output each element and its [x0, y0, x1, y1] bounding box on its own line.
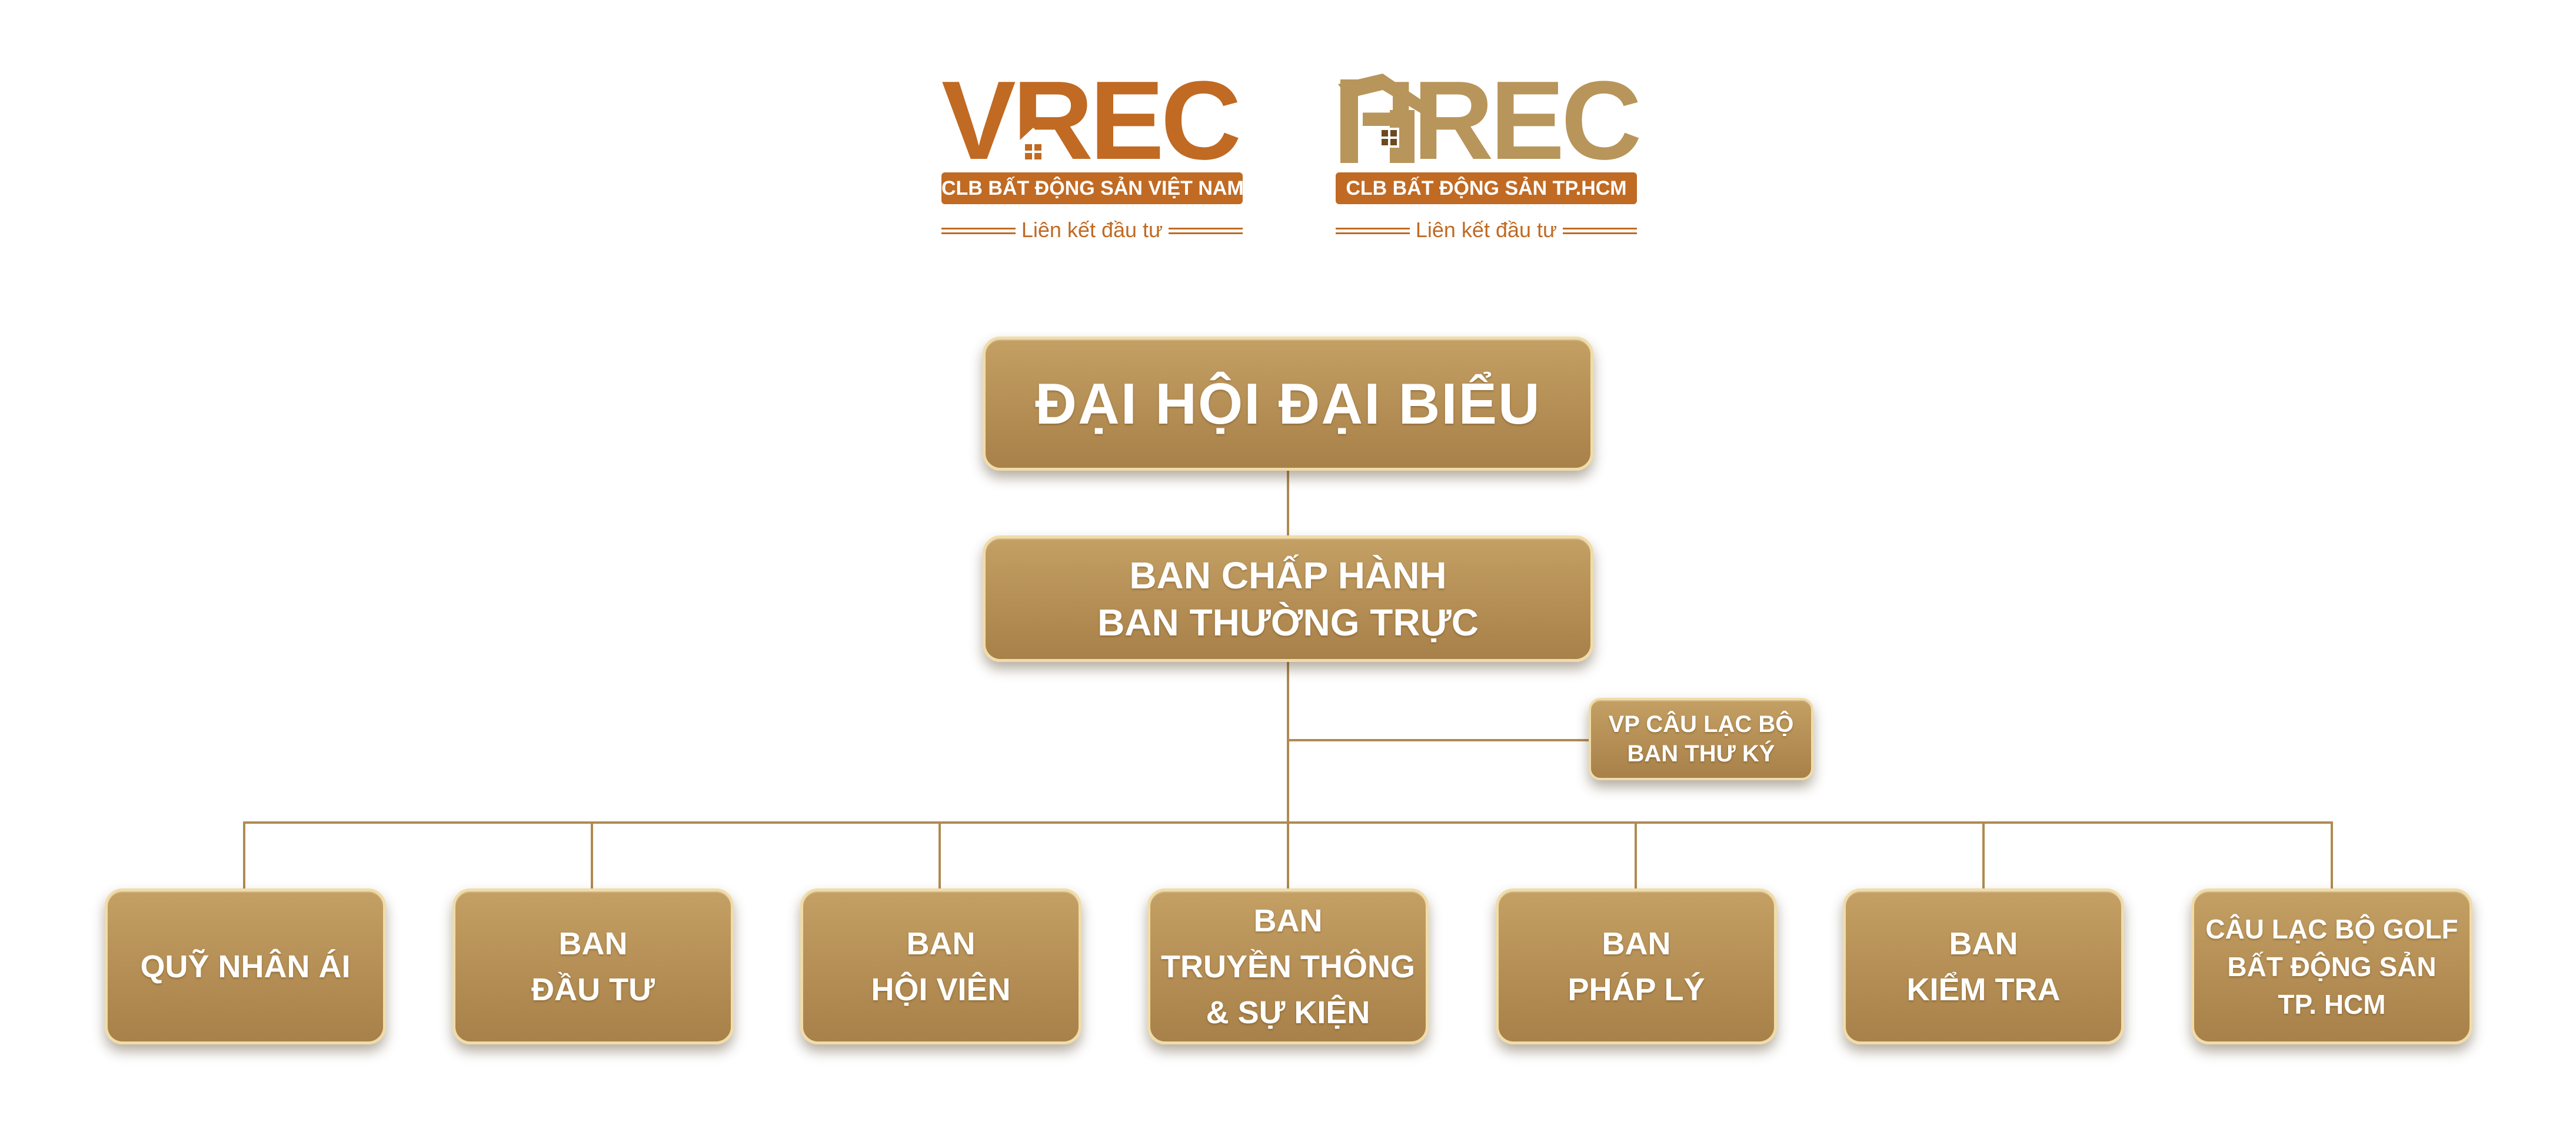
hrec-tagline-text: Liên kết đầu tư [1409, 218, 1563, 242]
node-investment-board-line-2: ĐẦU TƯ [531, 971, 655, 1007]
node-media-events-board-line-2: TRUYỀN THÔNG [1161, 948, 1415, 984]
node-golf-club: CÂU LẠC BỘ GOLF BẤT ĐỘNG SẢN TP. HCM [2191, 888, 2472, 1044]
node-executive-board-line-2: BAN THƯỜNG TRỰC [1097, 601, 1479, 644]
node-executive-board: BAN CHẤP HÀNH BAN THƯỜNG TRỰC [983, 535, 1593, 662]
vrec-banner: CLB BẤT ĐỘNG SẢN VIỆT NAM [941, 172, 1244, 204]
connector-drop-4 [1287, 821, 1289, 892]
vrec-tagline: Liên kết đầu tư [941, 214, 1243, 247]
node-general-assembly: ĐẠI HỘI ĐẠI BIỂU [983, 337, 1593, 471]
connector-drop-7 [2331, 821, 2333, 892]
node-club-office-line-1: VP CÂU LẠC BỘ [1608, 711, 1794, 737]
node-golf-club-line-1: CÂU LẠC BỘ GOLF [2205, 913, 2458, 944]
node-general-assembly-label: ĐẠI HỘI ĐẠI BIỂU [1035, 371, 1541, 436]
node-media-events-board-line-1: BAN [1253, 903, 1323, 938]
node-membership-board: BAN HỘI VIÊN [800, 888, 1081, 1044]
connector-second-to-branch [1287, 659, 1289, 824]
connector-top-to-second [1287, 468, 1289, 538]
node-investment-board-line-1: BAN [558, 926, 628, 961]
node-legal-board-line-2: PHÁP LÝ [1567, 971, 1705, 1007]
house-roof-icon [1338, 74, 1431, 163]
node-club-office-line-2: BAN THƯ KÝ [1627, 741, 1775, 767]
house-window-icon [1017, 128, 1050, 163]
connector-drop-6 [1982, 821, 1985, 892]
connector-drop-3 [938, 821, 941, 892]
connector-drop-5 [1635, 821, 1637, 892]
connector-drop-1 [243, 821, 245, 892]
node-charity-fund: QUỸ NHÂN ÁI [105, 888, 386, 1044]
connector-to-side-box [1287, 739, 1593, 741]
vrec-logo-wordmark: VREC [941, 58, 1242, 183]
hrec-banner: CLB BẤT ĐỘNG SẢN TP.HCM [1336, 172, 1637, 204]
node-golf-club-line-3: TP. HCM [2278, 988, 2386, 1020]
node-charity-fund-line-1: QUỸ NHÂN ÁI [140, 948, 351, 984]
vrec-tagline-text: Liên kết đầu tư [1015, 218, 1169, 242]
node-club-office: VP CÂU LẠC BỘ BAN THƯ KÝ [1589, 698, 1813, 780]
node-golf-club-line-2: BẤT ĐỘNG SẢN [2227, 951, 2437, 982]
node-membership-board-line-1: BAN [906, 926, 976, 961]
node-inspection-board: BAN KIỂM TRA [1843, 888, 2124, 1044]
node-investment-board: BAN ĐẦU TƯ [452, 888, 734, 1044]
node-inspection-board-line-2: KIỂM TRA [1906, 971, 2061, 1007]
node-executive-board-line-1: BAN CHẤP HÀNH [1129, 554, 1447, 597]
node-legal-board-line-1: BAN [1602, 926, 1671, 961]
node-media-events-board: BAN TRUYỀN THÔNG & SỰ KIỆN [1147, 888, 1429, 1044]
connector-drop-2 [591, 821, 593, 892]
vrec-logo: VREC CLB BẤT ĐỘNG SẢN VIỆT NAM Liên kết … [941, 58, 1271, 250]
hrec-logo: HREC CLB BẤT ĐỘNG SẢN TP.HCM Liên kết đầ… [1336, 65, 1665, 250]
node-membership-board-line-2: HỘI VIÊN [871, 971, 1011, 1007]
node-media-events-board-line-3: & SỰ KIỆN [1206, 994, 1370, 1030]
hrec-tagline: Liên kết đầu tư [1336, 214, 1637, 247]
node-legal-board: BAN PHÁP LÝ [1496, 888, 1777, 1044]
node-inspection-board-line-1: BAN [1949, 926, 2018, 961]
